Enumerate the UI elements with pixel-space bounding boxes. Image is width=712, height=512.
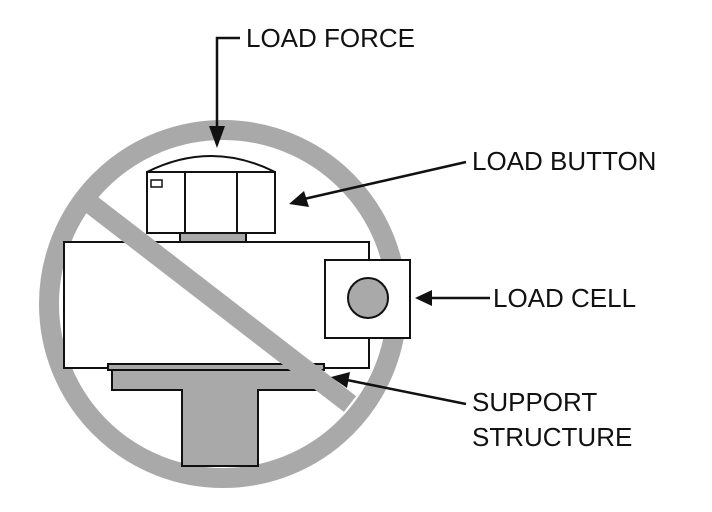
load-force-leader <box>215 36 240 128</box>
load-button-body <box>146 171 276 234</box>
support-structure-arrowhead <box>331 372 350 388</box>
prohibition-slash <box>85 197 357 412</box>
load-button-label: LOAD BUTTON <box>472 146 656 176</box>
load-button-mark <box>150 179 163 188</box>
mounting-strip <box>107 363 325 371</box>
support-structure-label-line2: STRUCTURE <box>472 422 632 452</box>
load-cell-arrowhead <box>415 290 432 306</box>
load-button-arrowhead <box>289 191 309 207</box>
load-force-label: LOAD FORCE <box>246 23 415 53</box>
load-force-arrowhead <box>209 126 225 148</box>
load-button-leader <box>303 160 467 201</box>
load-cell-label: LOAD CELL <box>493 283 636 313</box>
support-structure-label-line1: SUPPORT <box>472 387 597 417</box>
load-button-dome <box>146 155 276 173</box>
load-button-pad <box>179 232 247 243</box>
support-structure-leader <box>346 378 467 406</box>
load-cell-hole <box>347 277 389 319</box>
